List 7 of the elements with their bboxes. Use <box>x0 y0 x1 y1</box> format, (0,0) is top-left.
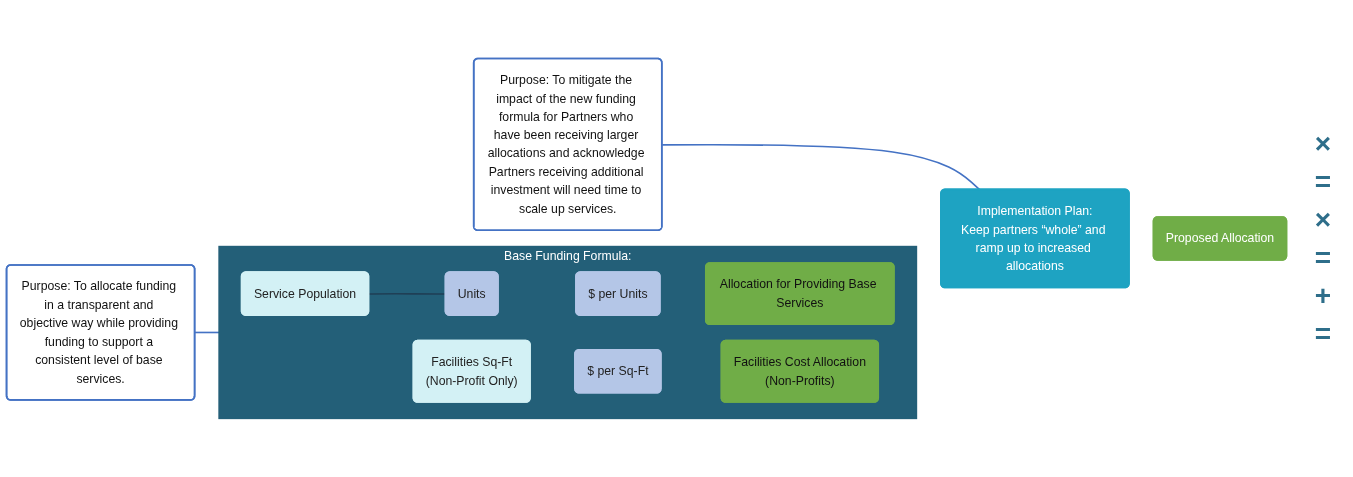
operator-sign: × <box>1314 127 1332 160</box>
operator-sign: = <box>1314 165 1332 198</box>
operator-sign: + <box>1314 279 1332 312</box>
operator-sign: = <box>1314 317 1332 350</box>
operator-sign: × <box>1314 203 1332 236</box>
connector <box>661 143 981 191</box>
operator-sign: = <box>1314 241 1332 274</box>
